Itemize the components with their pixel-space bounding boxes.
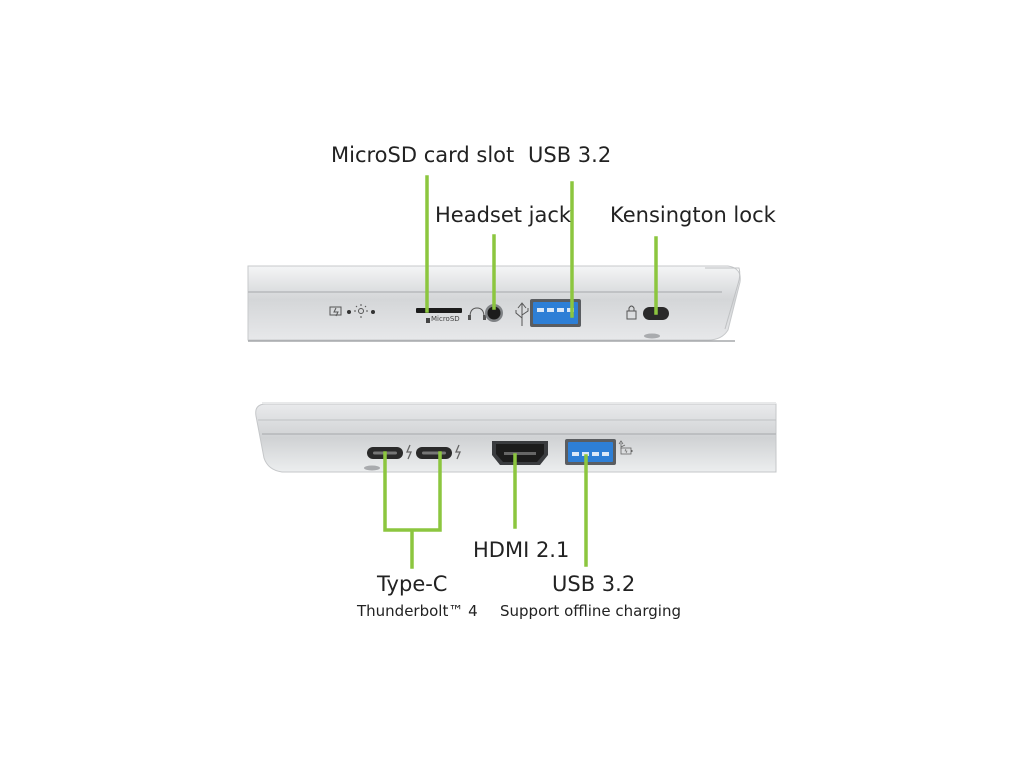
battery-charge-icon: [329, 306, 342, 317]
microsd-slot: [416, 308, 462, 313]
thunderbolt-icon: [406, 444, 412, 460]
foot-right: [364, 465, 380, 471]
callout-lines: [383, 175, 658, 569]
usb-icon: [515, 302, 529, 326]
usb-a-port-bottom-pins: [572, 452, 609, 456]
usb-bottom-label: USB 3.2: [552, 572, 636, 596]
lid-edge: [705, 267, 741, 330]
usb-a-port-top-tongue: [533, 302, 578, 324]
sd-card-icon: [426, 318, 430, 323]
hdmi-port-tongue: [504, 452, 536, 455]
kensington-label: Kensington lock: [610, 203, 776, 227]
headset-jack-hole: [487, 306, 501, 320]
foot: [644, 333, 660, 339]
headset-icon: [468, 307, 486, 320]
thunderbolt-icon: [455, 444, 461, 460]
usb-top-label: USB 3.2: [528, 143, 612, 167]
usb-bottom-sublabel: Support offline charging: [500, 602, 681, 620]
lock-icon: [626, 305, 637, 320]
type-c-label: Type-C: [377, 572, 448, 596]
usb-a-port-bottom-tongue: [568, 442, 613, 462]
hdmi-label: HDMI 2.1: [473, 538, 570, 562]
power-light-icon: [354, 304, 368, 318]
battery-led: [347, 310, 351, 314]
callout-line-type-c: [383, 451, 442, 569]
microsd-label: MicroSD card slot: [331, 143, 515, 167]
type-c-sublabel: Thunderbolt™ 4: [357, 602, 478, 620]
headset-label: Headset jack: [435, 203, 572, 227]
power-led: [371, 310, 375, 314]
usb-charge-icon: [618, 440, 633, 455]
type-c-port-2-tongue: [422, 451, 446, 455]
microsd-port-caption: MicroSD: [431, 315, 460, 323]
